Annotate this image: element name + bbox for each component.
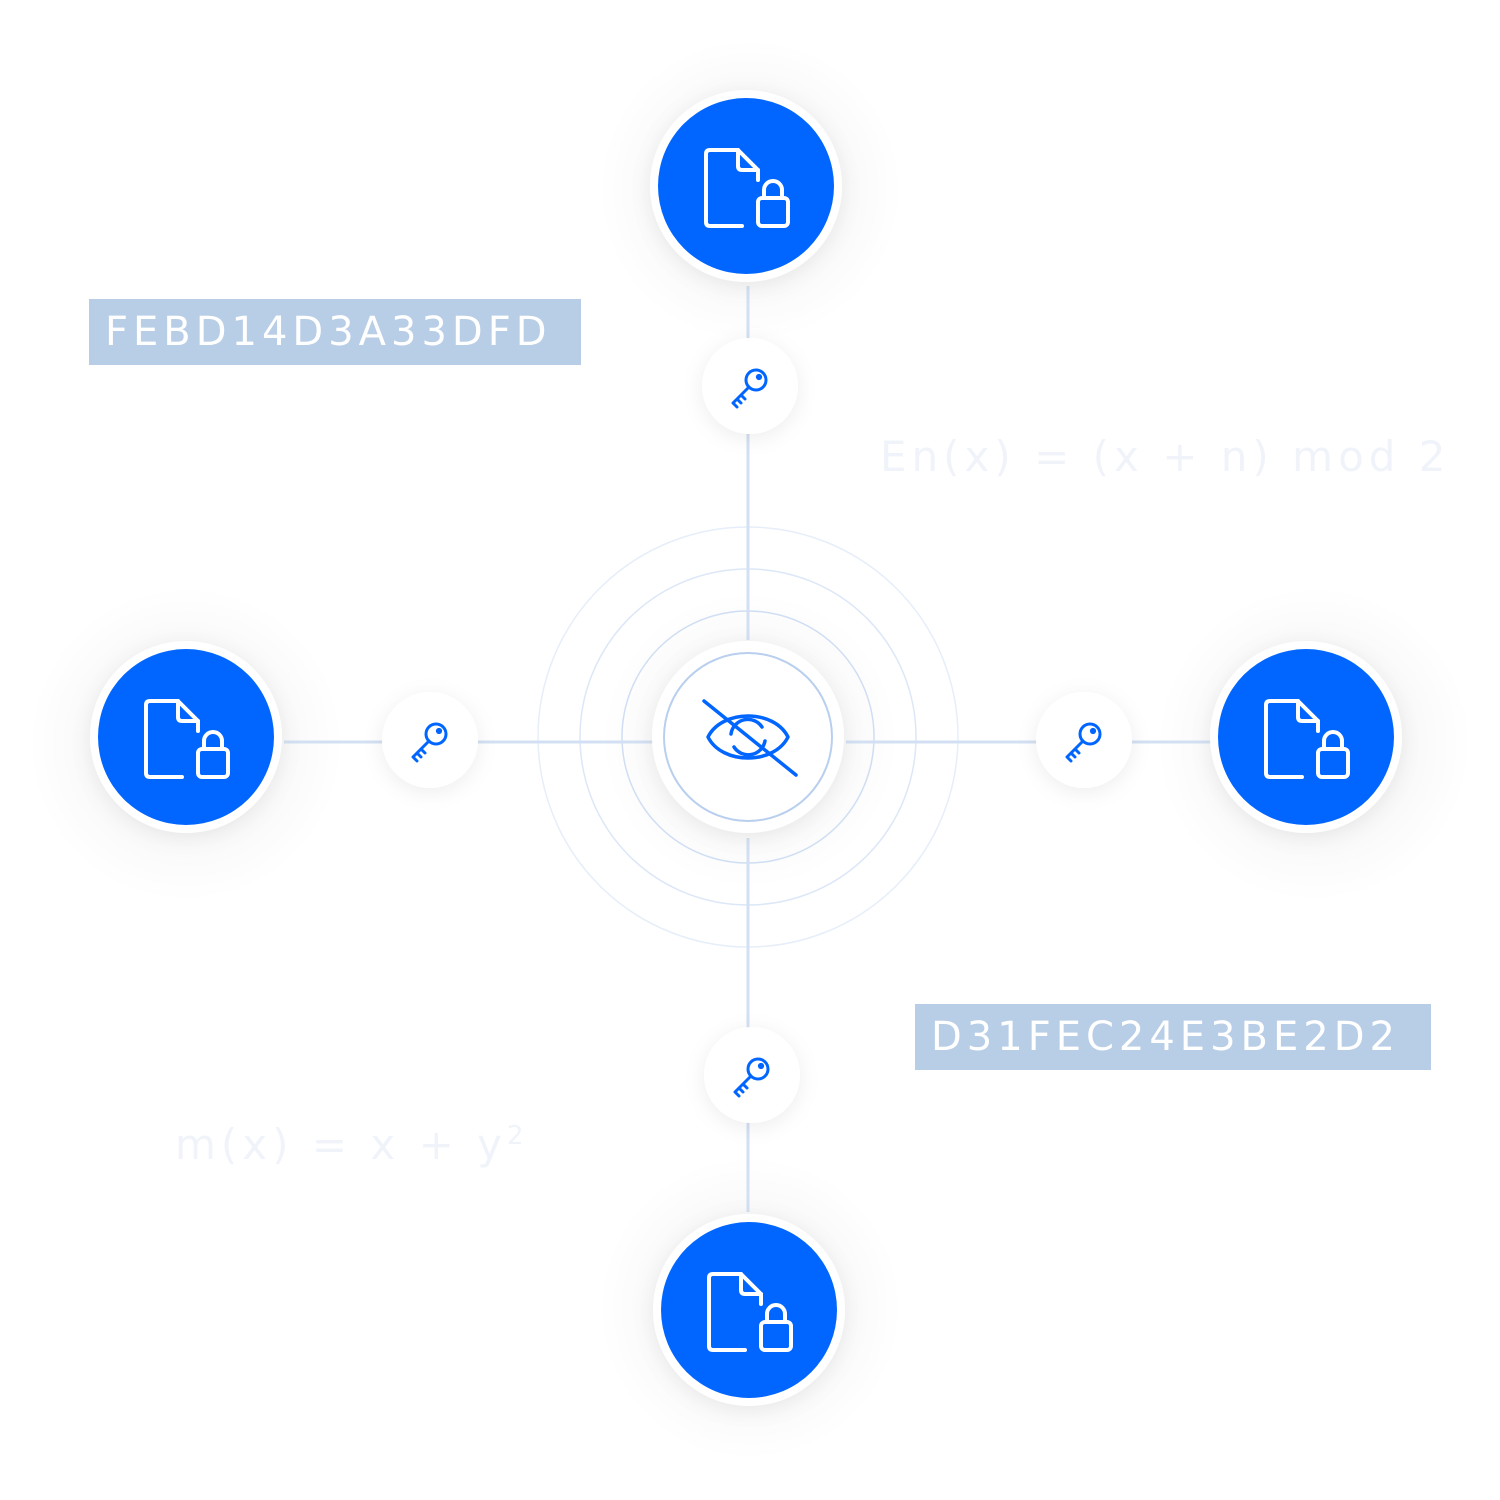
- locked-file-icon: [144, 699, 230, 779]
- key-badge-top: [702, 338, 798, 434]
- file-node-top: [650, 90, 842, 282]
- locked-file-icon: [1264, 699, 1350, 779]
- mapping-formula-base: m(x) = x + y: [175, 1120, 508, 1169]
- file-node-right: [1210, 641, 1402, 833]
- key-icon: [411, 722, 448, 763]
- encryption-formula: En(x) = (x + n) mod 2: [880, 432, 1451, 481]
- mapping-formula: m(x) = x + y2: [175, 1120, 529, 1169]
- key-icon: [733, 1057, 770, 1098]
- key-icon: [731, 368, 768, 409]
- locked-file-icon: [707, 1272, 793, 1352]
- hex-label-top: FEBD14D3A33DFD: [89, 299, 581, 365]
- key-badge-right: [1036, 692, 1132, 788]
- file-node-left: [90, 641, 282, 833]
- key-badge-bottom: [704, 1027, 800, 1123]
- mapping-formula-exponent: 2: [507, 1121, 529, 1151]
- locked-file-icon: [704, 148, 790, 228]
- file-node-bottom: [653, 1214, 845, 1406]
- key-icon: [1065, 722, 1102, 763]
- hex-label-bottom: D31FEC24E3BE2D2: [915, 1004, 1431, 1070]
- eye-off-icon: [702, 699, 798, 777]
- key-badge-left: [382, 692, 478, 788]
